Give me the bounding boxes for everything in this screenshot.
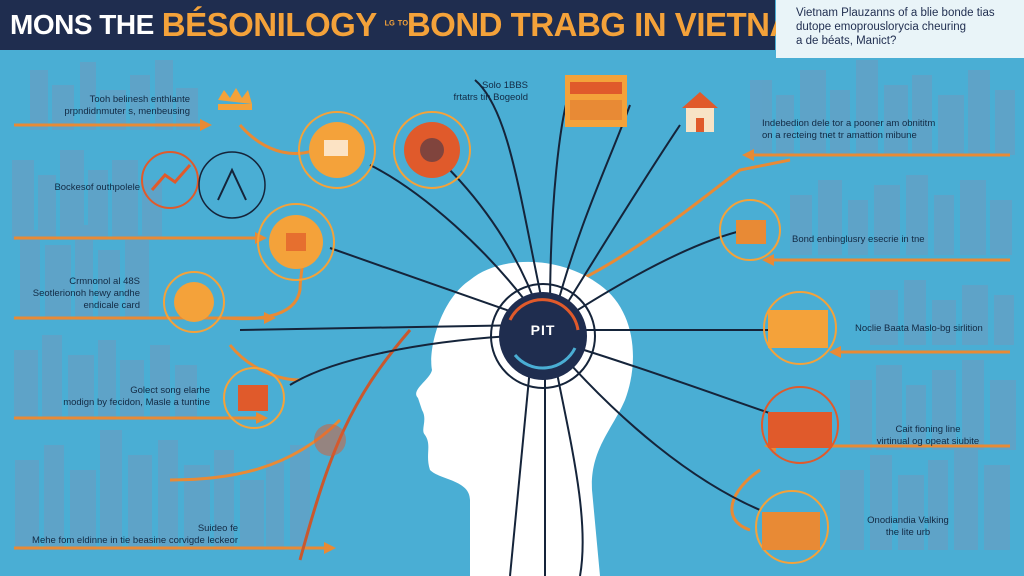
wallet-icon (763, 291, 837, 365)
label-line: Golect song elarhe (130, 385, 210, 396)
right-label-4: Cait fioning line virtinual og opeat siu… (848, 424, 1008, 448)
title-part-4: BOND TRABG IN VIETNAM (406, 6, 821, 43)
city-skyline (12, 60, 1016, 550)
title-part-3: ᴸᴳ ᵀᴼ (384, 19, 409, 31)
label-line: Mehe fom eldinne in tie beasine corvigde… (32, 535, 238, 546)
label-line: Tooh belinesh enthlante (89, 94, 190, 105)
label-line: the lite urb (885, 527, 931, 538)
label-line: on a recteing tnet tr amattion mibune (762, 130, 917, 141)
portfolio-icon (755, 490, 829, 564)
label-line: modign by fecidon, Masle a tuntine (63, 397, 210, 408)
label-line: frtatrs tin Bogeold (453, 92, 528, 103)
right-label-3: Noclie Baata Maslo-bg sirlition (855, 323, 1015, 335)
left-label-5: Suideo fe Mehe fom eldinne in tie beasin… (10, 523, 238, 547)
right-label-2: Bond enbinglusry esecrie in tne (792, 234, 952, 246)
left-label-2: Bockesof outhpolele (30, 182, 140, 194)
intro-line: a de béats, Manict? (796, 35, 897, 47)
title-part-1: MONS THE (10, 9, 154, 40)
satellite-icon (257, 203, 335, 281)
right-label-1: Indebedion dele tor a pooner am obnititm… (762, 118, 1012, 142)
building-sign-icon (565, 75, 627, 127)
label-line: Crmnonol al 48S (69, 276, 140, 287)
flow-arrows (14, 123, 1010, 550)
label-line: prpndidnmuter s, menbeusing (64, 106, 190, 117)
intro-box: Vietnam Plauzanns of a blie bonde tias d… (776, 0, 1024, 58)
business-chart-icon (298, 111, 376, 189)
market-stall-icon (761, 386, 839, 464)
label-line: virtinual og opeat siubite (876, 436, 980, 447)
tablet-icon (223, 367, 285, 429)
chart-growth-icon (141, 151, 199, 209)
trend-curve (298, 329, 412, 561)
left-label-3: Crmnonol al 48S Seotlerionoh hewy andhe … (20, 276, 140, 312)
hub-label: PIT (530, 322, 556, 338)
left-label-1: Tooh belinesh enthlante prpndidnmuter s,… (30, 94, 190, 118)
label-line: endicale card (83, 300, 140, 311)
house-icon (682, 92, 718, 132)
label-line: Suideo fe (197, 523, 238, 534)
coin-stack-icon (393, 111, 471, 189)
label-line: Indebedion dele tor a pooner am obnititm (762, 118, 936, 129)
top-label: Solo 1BBS frtatrs tin Bogeold (440, 80, 528, 104)
document-icon (719, 199, 781, 261)
fire-shield-icon (314, 424, 346, 456)
label-line: Solo 1BBS (482, 80, 528, 91)
intro-line: Vietnam Plauzanns of a blie bonde tias (796, 7, 995, 19)
left-label-4: Golect song elarhe modign by fecidon, Ma… (30, 385, 210, 409)
central-hub (490, 283, 596, 389)
calculator-icon (163, 271, 225, 333)
label-line: Onodiandia Valking (867, 515, 949, 526)
label-line: Bond enbinglusry esecrie in tne (792, 234, 925, 245)
right-label-5: Onodiandia Valking the lite urb (838, 515, 978, 539)
intro-line: dutope emoprouslorycia cheuring (796, 21, 967, 33)
label-line: Seotlerionoh hewy andhe (32, 288, 140, 299)
label-line: Bockesof outhpolele (54, 182, 140, 193)
label-line: Cait fioning line (895, 424, 961, 435)
crown-icon (218, 88, 252, 110)
page-title: MONS THE BÉSONILOGY ᴸᴳ ᵀᴼ BOND TRABG IN … (0, 0, 820, 50)
title-part-2: BÉSONILOGY (161, 6, 378, 43)
tools-icon (198, 151, 266, 219)
label-line: Noclie Baata Maslo-bg sirlition (855, 323, 983, 334)
